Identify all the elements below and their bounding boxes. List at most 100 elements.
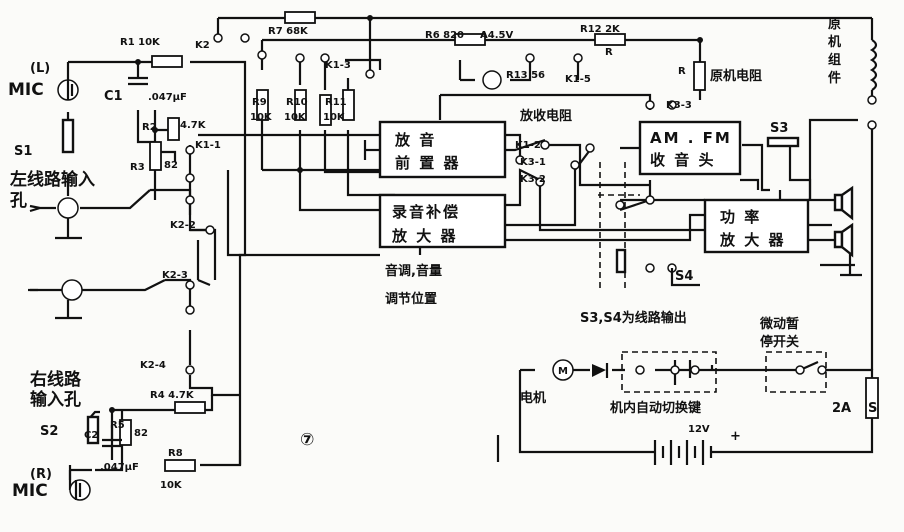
label-s1: S1 xyxy=(14,144,32,159)
label-line-out: S3,S4为线路输出 xyxy=(580,310,687,326)
label-figure-number: ⑦ xyxy=(300,430,314,450)
switch-s1-icon xyxy=(61,118,75,154)
label-r10-value: 10K xyxy=(323,112,346,123)
diode-icon xyxy=(592,363,609,378)
label-erase-4: 件 xyxy=(828,70,841,86)
resistor-r6 xyxy=(454,33,486,46)
battery-icon xyxy=(653,440,740,465)
label-r9-value: 10K xyxy=(284,112,307,123)
label-r-channel: (R) xyxy=(30,467,52,482)
label-r9: R10 xyxy=(286,97,308,108)
label-s4: S4 xyxy=(675,269,693,284)
resistor-r11 xyxy=(342,89,355,121)
mic-r-icon xyxy=(68,470,91,501)
resistor-r3 xyxy=(149,141,162,171)
label-bias-r: 放收电阻 xyxy=(519,108,572,124)
label-left-input-hole: 孔 xyxy=(10,191,27,211)
label-r10: R11 xyxy=(325,97,347,108)
label-k1-2: K1-2 xyxy=(515,140,541,151)
dashed-zones xyxy=(598,162,827,393)
block-tuner: AM . FM 收 音 头 xyxy=(620,120,742,176)
speaker-top-icon xyxy=(833,185,854,221)
capacitors xyxy=(102,76,148,448)
label-c1-value: .047μF xyxy=(148,92,187,103)
resistor-r10 xyxy=(319,94,332,126)
block-label: 放 大 器 xyxy=(719,231,785,249)
label-r8: R8 xyxy=(168,448,183,459)
label-left-input: 左线路输入 xyxy=(10,169,95,190)
label-k2-4: K2-4 xyxy=(140,360,166,371)
label-r-top: R xyxy=(605,47,613,58)
jack-left-input-icon xyxy=(29,197,79,219)
label-r13: R13 56 xyxy=(506,70,545,81)
label-r-cap: R xyxy=(678,66,686,77)
label-k1-3: K1-3 xyxy=(325,60,351,71)
label-pause-1: 微动暂 xyxy=(759,316,799,332)
label-k2: K2 xyxy=(195,40,210,51)
label-l-channel: (L) xyxy=(30,61,50,76)
motor-symbol: M xyxy=(558,366,568,377)
label-tone-2: 调节位置 xyxy=(385,291,437,307)
label-tone-1: 音调,音量 xyxy=(385,263,442,279)
block-playback-preamp: 放 音 前 置 器 xyxy=(365,120,507,179)
label-r8-mid: R9 xyxy=(252,97,267,108)
label-plus: + xyxy=(730,429,741,444)
grounds xyxy=(363,140,855,267)
label-motor: 电机 xyxy=(520,390,546,406)
label-r4: R4 4.7K xyxy=(150,390,195,401)
block-label: AM . FM xyxy=(650,129,732,147)
resistor-r12 xyxy=(594,33,626,46)
label-k1-1: K1-1 xyxy=(195,140,221,151)
switch-contacts xyxy=(109,15,877,413)
resistor-r9 xyxy=(294,89,307,121)
label-r3: R3 xyxy=(130,162,145,173)
label-c1: C1 xyxy=(104,89,123,104)
label-right-input-2: 输入孔 xyxy=(30,389,81,410)
block-power-amp: 功 率 放 大 器 xyxy=(703,198,810,254)
resistor-r xyxy=(693,61,706,91)
label-k2-2: K2-2 xyxy=(170,220,196,231)
block-label: 放 音 xyxy=(394,131,436,149)
block-record-comp-amp: 录音补偿 放 大 器 xyxy=(378,193,507,249)
resistor-r2 xyxy=(167,117,180,141)
s4-jack-icon xyxy=(615,248,627,274)
switch-s2-icon xyxy=(86,415,100,445)
label-r2: R2 xyxy=(142,122,157,133)
motor-icon: M xyxy=(552,359,574,381)
resistor-r5 xyxy=(119,419,132,446)
label-r12: R12 2K xyxy=(580,24,621,35)
potentiometer-r13-icon xyxy=(482,70,502,90)
label-r8-mid-value: 10K xyxy=(250,112,273,123)
block-label: 收 音 头 xyxy=(650,151,715,169)
label-r3-value: 82 xyxy=(164,160,178,171)
resistors xyxy=(119,11,879,472)
label-r5-value: 82 xyxy=(134,428,148,439)
label-r5: R5 xyxy=(110,420,125,431)
label-pause-2: 停开关 xyxy=(760,334,799,350)
block-label: 前 置 器 xyxy=(395,154,460,172)
label-right-input-1: 右线路 xyxy=(30,369,82,390)
block-label: 功 率 xyxy=(720,208,761,226)
label-mic-l: MIC xyxy=(8,80,44,100)
label-r8-value: 10K xyxy=(160,480,183,491)
label-fuse-s: S xyxy=(868,401,877,416)
label-erase-2: 机 xyxy=(828,34,841,50)
fuse xyxy=(865,377,879,419)
label-orig-r: 原机电阻 xyxy=(710,68,762,84)
label-s3: S3 xyxy=(770,121,788,136)
label-k2-3: K2-3 xyxy=(162,270,188,281)
s3-jack-icon xyxy=(766,136,800,148)
wiring xyxy=(28,16,874,490)
resistor-r8-bottom xyxy=(164,459,196,472)
resistor-r4 xyxy=(174,401,206,414)
block-label: 录音补偿 xyxy=(392,203,460,221)
label-r1: R1 10K xyxy=(120,37,161,48)
mic-l-icon xyxy=(57,79,79,101)
label-erase-3: 组 xyxy=(828,52,841,68)
resistor-r7 xyxy=(284,11,316,24)
coil-icon xyxy=(869,39,878,91)
label-k1-5: K1-5 xyxy=(565,74,591,85)
label-r6: R6 820 xyxy=(425,30,464,41)
jack-right-line-icon xyxy=(61,279,83,301)
